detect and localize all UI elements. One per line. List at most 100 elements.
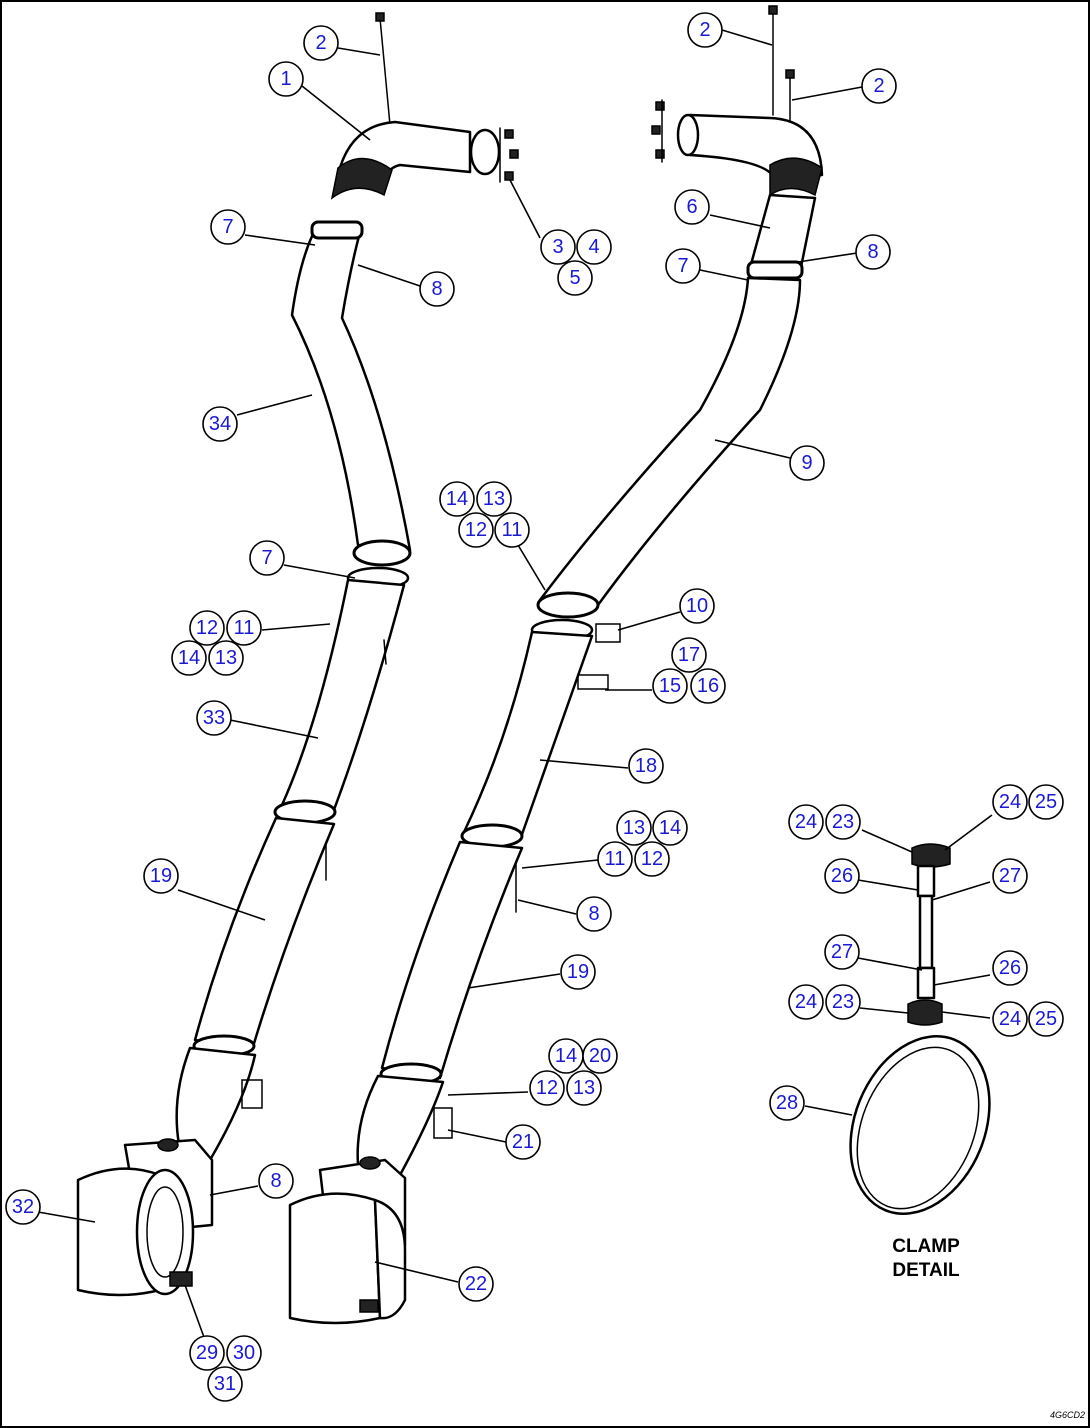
- clamp-head-bottom: [907, 999, 943, 1026]
- callout-number: 32: [12, 1196, 34, 1218]
- callout-number: 1: [280, 68, 291, 90]
- callout-23-b: 23: [825, 984, 861, 1020]
- leader-line: [709, 214, 771, 229]
- callout-14-a: 14: [439, 481, 475, 517]
- callout-number: 25: [1035, 791, 1057, 813]
- callout-number: 8: [867, 241, 878, 263]
- callout-number: 20: [589, 1045, 611, 1067]
- callout-circle: [494, 512, 530, 548]
- callout-27-a: 27: [992, 858, 1028, 894]
- callout-circle: [189, 1335, 225, 1371]
- callout-circle: [143, 858, 179, 894]
- clamp-head-top: [911, 843, 951, 868]
- callout-circle: [576, 896, 612, 932]
- callout-circle: [560, 954, 596, 990]
- leader-line: [229, 719, 319, 739]
- callout-7: 7: [210, 209, 246, 245]
- callout-circle: [226, 1335, 262, 1371]
- callout-number: 13: [483, 488, 505, 510]
- callout-number: 25: [1035, 1008, 1057, 1030]
- callout-14-b: 14: [171, 640, 207, 676]
- muffler-32-end-inner: [146, 1186, 184, 1278]
- callout-number: 15: [659, 675, 681, 697]
- muffler-32-end: [135, 1168, 195, 1296]
- callout-number: 24: [795, 991, 817, 1013]
- callout-number: 26: [999, 957, 1021, 979]
- bracket-15: [577, 674, 609, 690]
- callout-number: 33: [203, 707, 225, 729]
- leader-line: [184, 1284, 206, 1341]
- callout-circle: [458, 1266, 494, 1302]
- callout-16: 16: [690, 668, 726, 704]
- callout-number: 14: [446, 488, 468, 510]
- callout-34: 34: [202, 406, 238, 442]
- callout-number: 2: [873, 75, 884, 97]
- callout-number: 28: [776, 1092, 798, 1114]
- leader-line: [283, 564, 356, 579]
- callout-3: 3: [540, 229, 576, 265]
- callout-number: 19: [150, 865, 172, 887]
- callout-circle: [189, 610, 225, 646]
- callout-circle: [679, 588, 715, 624]
- callout-circle: [210, 209, 246, 245]
- muffler-22-mount: [359, 1299, 379, 1313]
- leader-line: [539, 759, 629, 769]
- clamp-bracket-21: [433, 1107, 453, 1139]
- callout-circle: [207, 1366, 243, 1402]
- callout-circle: [208, 640, 244, 676]
- leader-line: [301, 85, 371, 141]
- leader-line: [177, 889, 266, 921]
- leader-line: [861, 829, 913, 853]
- callout-circle: [788, 984, 824, 1020]
- callout-circle: [303, 25, 339, 61]
- callout-circle: [628, 748, 664, 784]
- callout-number: 10: [686, 595, 708, 617]
- callout-circle: [652, 810, 688, 846]
- callout-22: 22: [458, 1266, 494, 1302]
- callout-5: 5: [557, 260, 593, 296]
- clamp-7-upper-right: [746, 260, 804, 280]
- callout-2-right-a: 2: [687, 12, 723, 48]
- callout-31: 31: [207, 1366, 243, 1402]
- callout-number: 6: [686, 196, 697, 218]
- callout-circle: [1028, 784, 1064, 820]
- callout-circle: [1028, 1001, 1064, 1037]
- callout-11-b: 11: [226, 610, 262, 646]
- callout-8-right: 8: [855, 234, 891, 270]
- callout-circle: [268, 61, 304, 97]
- rod-tip-right-2: [785, 69, 795, 79]
- callout-number: 30: [233, 1342, 255, 1364]
- clamp-7-mid-left: [352, 539, 412, 567]
- callout-circle: [458, 512, 494, 548]
- leader-line: [374, 1261, 459, 1283]
- callout-circle: [5, 1189, 41, 1225]
- callout-circle: [825, 804, 861, 840]
- callout-19-left: 19: [143, 858, 179, 894]
- callout-number: 22: [465, 1273, 487, 1295]
- callout-circle: [671, 637, 707, 673]
- callout-number: 13: [215, 647, 237, 669]
- leader-line: [617, 611, 681, 631]
- clamp-band-28-inner: [856, 1046, 980, 1210]
- callout-circle: [566, 1070, 602, 1106]
- flex-joint-right-top: [769, 157, 823, 197]
- callout-circle: [226, 610, 262, 646]
- callout-circle: [861, 68, 897, 104]
- pipe-9: [538, 276, 802, 607]
- callout-14-c: 14: [652, 810, 688, 846]
- callout-11-c: 11: [597, 841, 633, 877]
- callout-number: 7: [222, 216, 233, 238]
- callout-number: 2: [699, 19, 710, 41]
- callout-circle: [824, 858, 860, 894]
- callout-number: 23: [832, 811, 854, 833]
- leader-line: [859, 1007, 909, 1014]
- callout-circle: [788, 804, 824, 840]
- callout-15: 15: [652, 668, 688, 704]
- leader-line: [857, 879, 919, 891]
- callout-number: 3: [552, 236, 563, 258]
- clamp-7-upper-left: [310, 220, 364, 240]
- leader-line: [209, 1185, 259, 1196]
- callout-number: 8: [270, 1170, 281, 1192]
- leader-line: [699, 269, 749, 281]
- callout-circle: [992, 1001, 1028, 1037]
